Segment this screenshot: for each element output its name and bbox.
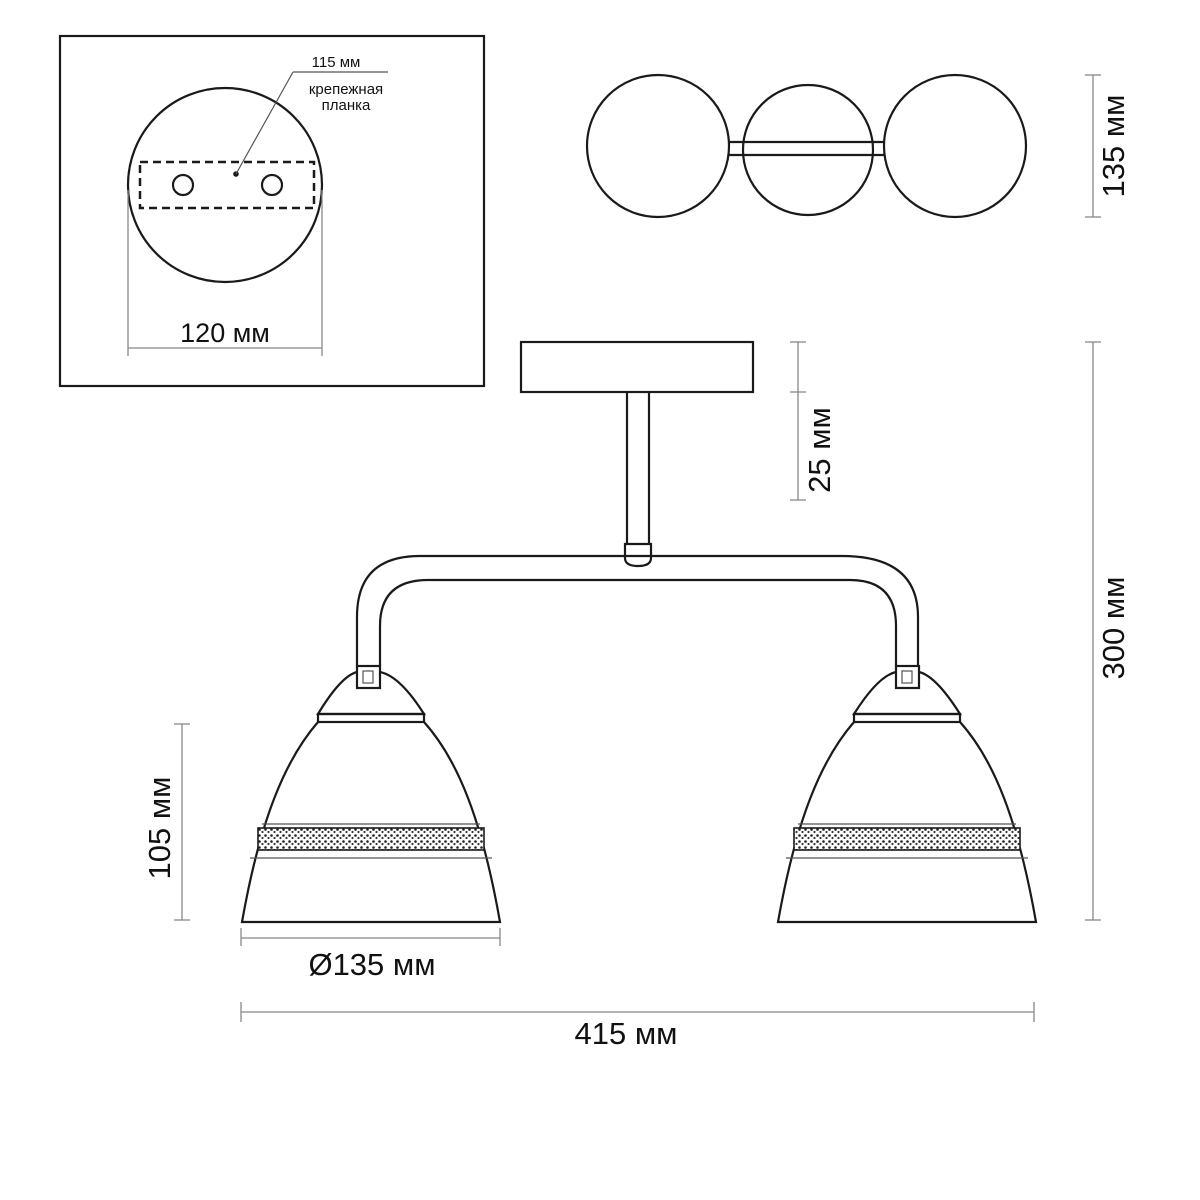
- shade-right-connector: [894, 664, 921, 690]
- base-disc: [126, 86, 324, 284]
- height-dimension: 300 мм: [1085, 341, 1131, 921]
- shade-left-holder: [316, 670, 426, 716]
- mounting-base-inset: 115 мм крепежная планка 120 мм: [58, 34, 486, 388]
- shade-right-glass: [776, 721, 1038, 924]
- stem-dimension: 25 мм: [790, 341, 837, 501]
- shade-left-rim: [316, 712, 426, 724]
- plate-width-label: 115 мм: [312, 54, 361, 71]
- canopy: [519, 340, 755, 394]
- shade-left-connector-slot: [362, 670, 374, 684]
- base-diameter-label: 120 мм: [180, 318, 270, 348]
- shade-right-holder: [852, 670, 962, 716]
- top-view-center-disc: [741, 83, 875, 217]
- shade-right: [776, 664, 1038, 924]
- arm-outer: [355, 554, 920, 666]
- shade-height-dimension: 105 мм: [142, 723, 190, 921]
- arm-inner: [378, 578, 898, 666]
- depth-label: 135 мм: [1096, 95, 1131, 198]
- shade-diameter-label: Ø135 мм: [308, 947, 435, 982]
- shade-right-band: [793, 827, 1021, 851]
- top-view-shade-right: [882, 73, 1028, 219]
- total-width-dimension: 415 мм: [240, 1002, 1035, 1051]
- top-view: 135 мм: [585, 73, 1131, 219]
- stem-length-label: 25 мм: [802, 407, 837, 493]
- inset-frame: [58, 34, 486, 388]
- shade-left: [240, 664, 502, 924]
- mounting-hole-left: [171, 173, 195, 197]
- mounting-hole-right: [260, 173, 284, 197]
- shade-right-rim: [852, 712, 962, 724]
- shade-diameter-dimension: Ø135 мм: [240, 928, 501, 982]
- shade-height-label: 105 мм: [142, 777, 177, 880]
- plate-name-label-line2: планка: [322, 97, 371, 114]
- shade-left-glass: [240, 721, 502, 924]
- stem-end: [623, 542, 653, 568]
- total-width-label: 415 мм: [575, 1016, 678, 1051]
- front-view: 25 мм 300 мм 105 мм Ø135 мм: [142, 340, 1131, 1051]
- plate-name-label-line1: крепежная: [309, 81, 383, 98]
- leader-line: [235, 71, 294, 175]
- total-height-label: 300 мм: [1096, 577, 1131, 680]
- shade-left-band: [257, 827, 485, 851]
- mounting-plate-outline: [138, 160, 316, 210]
- shade-right-connector-slot: [901, 670, 913, 684]
- shade-left-connector: [355, 664, 382, 690]
- top-view-shade-left: [585, 73, 731, 219]
